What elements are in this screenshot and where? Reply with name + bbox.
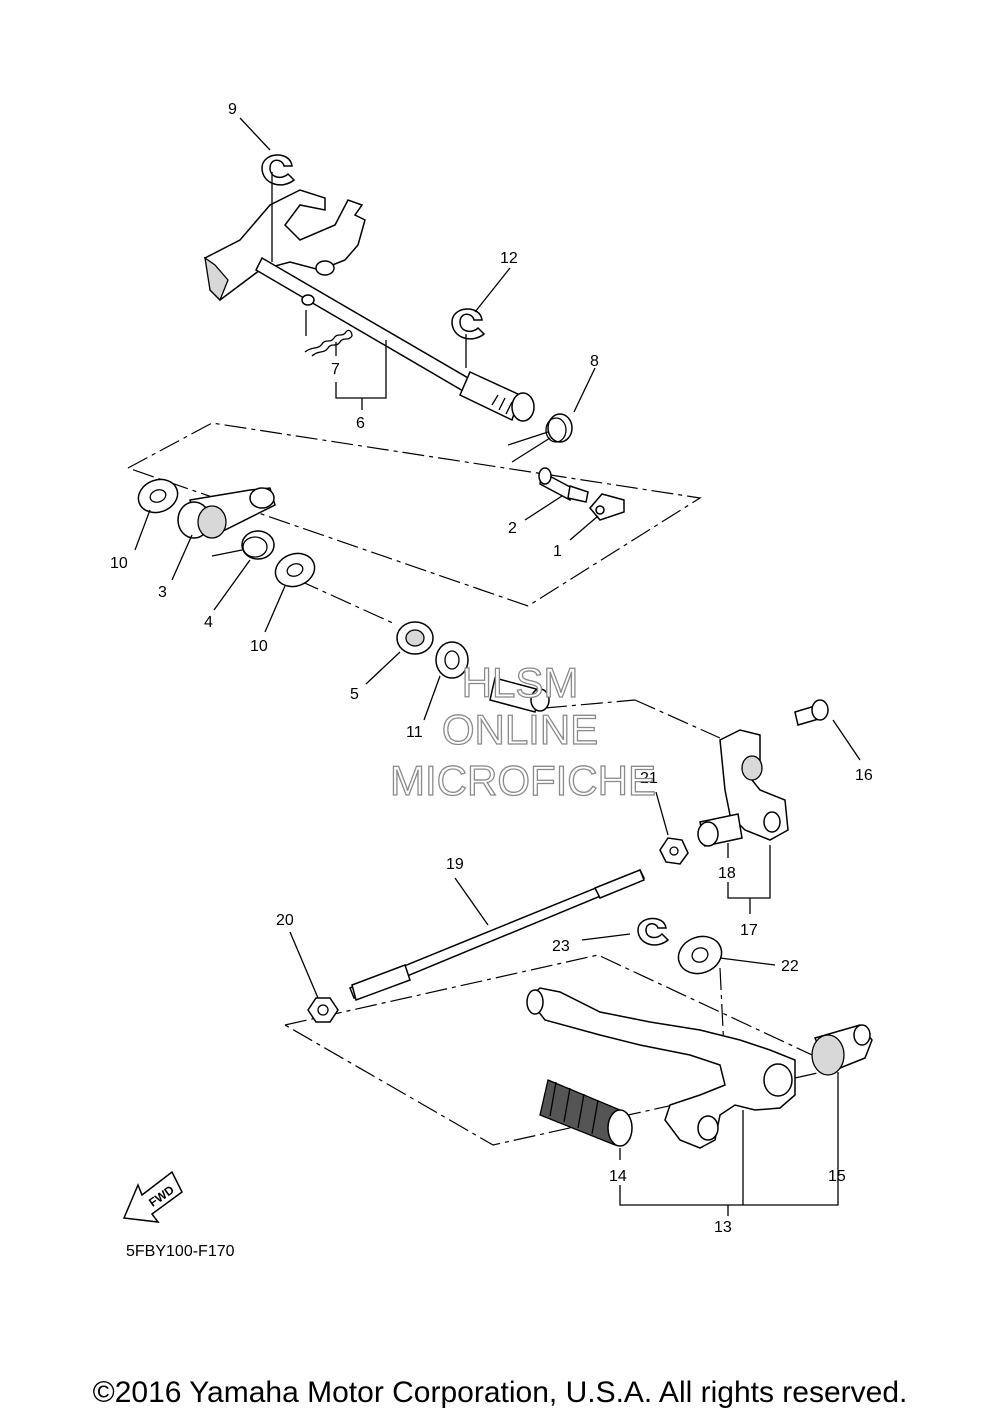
bolt-16 (794, 699, 829, 726)
circlip-9 (261, 154, 296, 186)
fwd-arrow-icon: FWD (122, 1170, 183, 1223)
nut-20 (307, 997, 339, 1023)
washer-10-lower (274, 552, 316, 588)
label-10-lower: 10 (250, 638, 268, 655)
collar-3 (177, 487, 276, 539)
label-3: 3 (158, 584, 167, 601)
reference-numbers: 9 12 8 7 6 2 1 10 3 4 10 5 11 16 21 18 1… (110, 101, 873, 1236)
shift-pedal-13 (526, 987, 796, 1149)
label-14: 14 (609, 1168, 627, 1185)
joint-15 (811, 1024, 873, 1076)
label-7: 7 (331, 361, 340, 378)
label-11: 11 (406, 724, 423, 741)
label-8: 8 (590, 353, 599, 370)
label-18: 18 (718, 865, 736, 882)
label-23: 23 (552, 938, 570, 955)
label-4: 4 (204, 614, 213, 631)
watermark-line-3: MICROFICHE (390, 757, 656, 804)
spring-7 (304, 329, 353, 357)
label-13: 13 (714, 1219, 732, 1236)
watermark-line-1: HLSM (462, 659, 579, 706)
washer-11 (435, 641, 469, 679)
spring-4 (211, 530, 275, 560)
washer-22 (677, 935, 723, 975)
label-16: 16 (855, 767, 873, 784)
label-12: 12 (500, 250, 518, 267)
watermark-line-2: ONLINE (442, 706, 598, 753)
collar-11 (489, 677, 550, 713)
circlip-12 (451, 308, 486, 340)
shift-arm-17 (697, 729, 789, 847)
label-1: 1 (553, 543, 562, 560)
label-10-upper: 10 (110, 555, 128, 572)
diagram-code: 5FBY100-F170 (126, 1243, 235, 1260)
label-15: 15 (828, 1168, 846, 1185)
copyright-notice: ©2016 Yamaha Motor Corporation, U.S.A. A… (92, 1376, 908, 1409)
bolt-2 (538, 467, 589, 503)
label-19: 19 (446, 856, 464, 873)
label-21: 21 (640, 770, 658, 787)
oil-seal-5 (396, 621, 434, 655)
circlip-23 (637, 917, 670, 946)
label-6: 6 (356, 415, 365, 432)
nut-21 (659, 837, 689, 865)
label-2: 2 (508, 520, 517, 537)
washer-10-upper (137, 478, 179, 514)
label-9: 9 (228, 101, 237, 118)
torsion-spring-8 (507, 413, 573, 463)
shift-shaft-assembly (203, 189, 535, 422)
label-22: 22 (781, 958, 799, 975)
plate-1 (589, 493, 625, 521)
label-5: 5 (350, 686, 359, 703)
tie-rod-19 (349, 869, 646, 1001)
label-17: 17 (740, 922, 758, 939)
label-20: 20 (276, 912, 294, 929)
watermark: HLSM ONLINE MICROFICHE (389, 658, 656, 804)
footrest-rubber-14 (539, 1079, 633, 1147)
leader-lines (134, 117, 861, 1216)
